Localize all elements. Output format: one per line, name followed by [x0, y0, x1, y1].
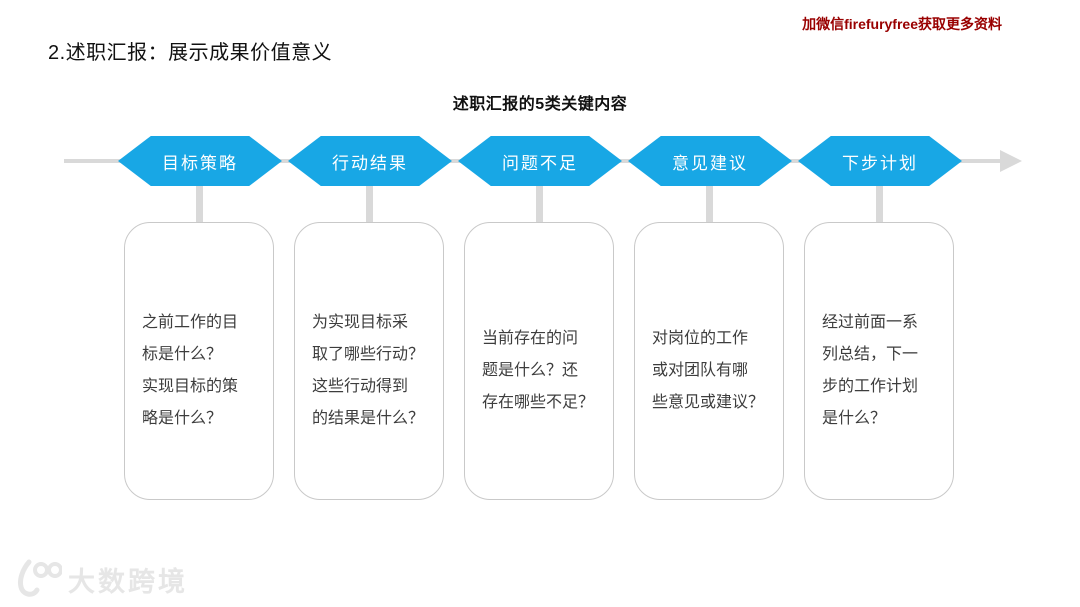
card-line: 题是什么？还	[482, 362, 579, 379]
step-label: 下步计划	[842, 153, 918, 173]
step-hexagon: 行动结果	[288, 136, 452, 186]
step-connector	[536, 186, 543, 222]
card-line: 存在哪些不足？	[482, 394, 595, 411]
card-line: 或对团队有哪	[652, 362, 749, 379]
step-connector	[366, 186, 373, 222]
step-label: 行动结果	[332, 153, 408, 173]
card-line: 步的工作计划	[822, 378, 919, 395]
step-card: 当前存在的问 题是什么？还 存在哪些不足？	[464, 222, 614, 500]
step-label: 意见建议	[672, 153, 748, 173]
step-card: 之前工作的目 标是什么？ 实现目标的策 略是什么？	[124, 222, 274, 500]
card-line: 是什么？	[822, 410, 887, 427]
card-line: 些意见或建议？	[652, 394, 765, 411]
page-title: 2.述职汇报：展示成果价值意义	[48, 42, 333, 64]
step-hexagon: 意见建议	[628, 136, 792, 186]
card-line: 当前存在的问	[482, 330, 579, 347]
card-line: 为实现目标采	[312, 314, 409, 331]
watermark: 大数跨境	[14, 559, 188, 599]
card-line: 对岗位的工作	[652, 330, 749, 347]
step-connector	[876, 186, 883, 222]
step-card: 对岗位的工作 或对团队有哪 些意见或建议？	[634, 222, 784, 500]
flow-arrow-icon	[1000, 150, 1022, 172]
card-line: 实现目标的策	[142, 378, 239, 395]
step-label: 目标策略	[162, 153, 238, 173]
step-connector	[706, 186, 713, 222]
step-connector	[196, 186, 203, 222]
step-hexagon: 问题不足	[458, 136, 622, 186]
card-line: 列总结，下一	[822, 346, 919, 363]
step-card: 经过前面一系 列总结，下一 步的工作计划 是什么？	[804, 222, 954, 500]
diagram-title: 述职汇报的5类关键内容	[452, 96, 628, 113]
promo-note: 加微信firefuryfree获取更多资料	[802, 16, 1002, 32]
step-hexagon: 下步计划	[798, 136, 962, 186]
watermark-text: 大数跨境	[68, 566, 188, 597]
card-line: 标是什么？	[142, 346, 223, 363]
card-line: 这些行动得到	[312, 378, 409, 395]
step-label: 问题不足	[502, 153, 578, 173]
card-line: 略是什么？	[142, 410, 223, 427]
card-line: 经过前面一系	[822, 314, 919, 331]
step-card: 为实现目标采 取了哪些行动？ 这些行动得到 的结果是什么？	[294, 222, 444, 500]
card-line: 之前工作的目	[142, 314, 239, 331]
watermark-logo-icon	[18, 559, 62, 597]
step-hexagon: 目标策略	[118, 136, 282, 186]
card-line: 的结果是什么？	[312, 410, 425, 427]
card-line: 取了哪些行动？	[312, 346, 425, 363]
